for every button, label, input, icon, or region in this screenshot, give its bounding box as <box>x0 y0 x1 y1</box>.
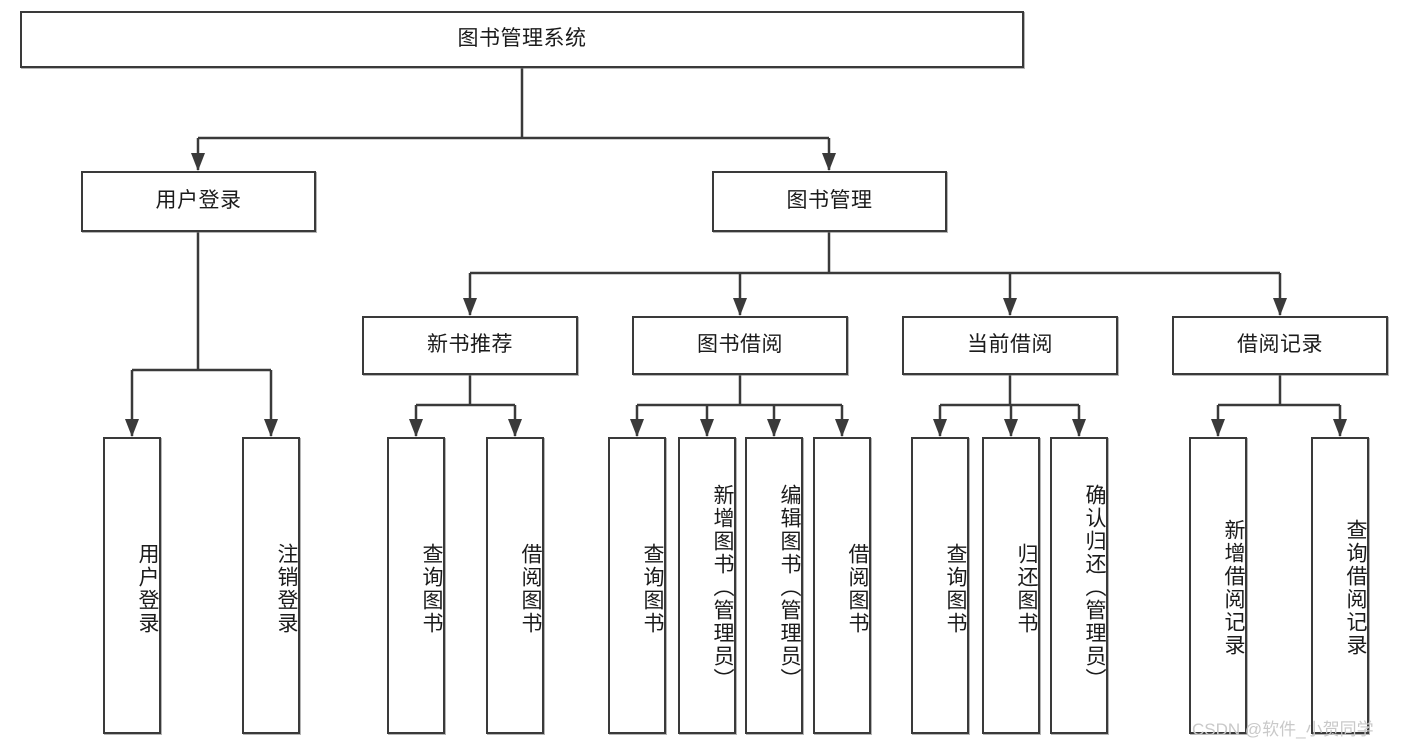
node-label-book-manage: 图书管理 <box>786 189 873 213</box>
arrowhead-borrow-record-to-leaves-1 <box>1333 419 1347 437</box>
node-leaf-user-login[interactable]: 用户登录 <box>103 437 161 734</box>
node-current-borrow[interactable]: 当前借阅 <box>902 316 1118 375</box>
node-label-leaf-borrow-book: 借阅图书 <box>846 542 869 635</box>
node-leaf-edit-book-admin[interactable]: 编辑图书（管理员） <box>745 437 803 734</box>
node-leaf-add-book-admin[interactable]: 新增图书（管理员） <box>678 437 736 734</box>
node-label-book-borrow: 图书借阅 <box>697 333 783 357</box>
arrowhead-user-login-to-leaves-0 <box>125 419 139 437</box>
arrowhead-book-borrow-to-leaves-2 <box>767 419 781 437</box>
node-leaf-add-borrow-record[interactable]: 新增借阅记录 <box>1189 437 1247 734</box>
arrowhead-book-borrow-to-leaves-1 <box>700 419 714 437</box>
arrowhead-current-borrow-to-leaves-1 <box>1004 419 1018 437</box>
node-borrow-record[interactable]: 借阅记录 <box>1172 316 1388 375</box>
arrowhead-current-borrow-to-leaves-0 <box>933 419 947 437</box>
arrowhead-new-book-rec-to-leaves-0 <box>409 419 423 437</box>
arrowhead-borrow-record-to-leaves-0 <box>1211 419 1225 437</box>
arrowhead-book-manage-to-level3-2 <box>1003 298 1017 316</box>
node-leaf-user-logout[interactable]: 注销登录 <box>242 437 300 734</box>
node-label-leaf-rec-borrow-book: 借阅图书 <box>519 542 542 635</box>
node-label-leaf-add-borrow-record: 新增借阅记录 <box>1222 518 1245 657</box>
node-label-leaf-rec-query-book: 查询图书 <box>420 542 443 635</box>
node-label-leaf-cur-query-book: 查询图书 <box>944 542 967 635</box>
node-label-leaf-confirm-return-admin: 确认归还（管理员） <box>1083 484 1106 691</box>
node-label-root: 图书管理系统 <box>457 27 587 51</box>
node-leaf-borrow-query-book[interactable]: 查询图书 <box>608 437 666 734</box>
node-label-leaf-user-login: 用户登录 <box>136 542 159 635</box>
node-user-login[interactable]: 用户登录 <box>81 171 316 232</box>
arrowhead-book-borrow-to-leaves-0 <box>630 419 644 437</box>
arrowhead-root-to-level2-1 <box>822 153 836 171</box>
arrowhead-user-login-to-leaves-1 <box>264 419 278 437</box>
node-leaf-confirm-return-admin[interactable]: 确认归还（管理员） <box>1050 437 1108 734</box>
node-label-leaf-query-borrow-record: 查询借阅记录 <box>1344 518 1367 657</box>
arrowhead-new-book-rec-to-leaves-1 <box>508 419 522 437</box>
node-label-leaf-borrow-query-book: 查询图书 <box>641 542 664 635</box>
node-leaf-query-borrow-record[interactable]: 查询借阅记录 <box>1311 437 1369 734</box>
node-new-book-rec[interactable]: 新书推荐 <box>362 316 578 375</box>
node-label-current-borrow: 当前借阅 <box>967 333 1053 357</box>
node-label-leaf-edit-book-admin: 编辑图书（管理员） <box>778 484 801 691</box>
node-leaf-rec-query-book[interactable]: 查询图书 <box>387 437 445 734</box>
node-label-leaf-user-logout: 注销登录 <box>275 542 298 635</box>
node-book-borrow[interactable]: 图书借阅 <box>632 316 848 375</box>
arrowhead-root-to-level2-0 <box>191 153 205 171</box>
node-leaf-rec-borrow-book[interactable]: 借阅图书 <box>486 437 544 734</box>
node-leaf-borrow-book[interactable]: 借阅图书 <box>813 437 871 734</box>
node-leaf-cur-query-book[interactable]: 查询图书 <box>911 437 969 734</box>
node-leaf-return-book[interactable]: 归还图书 <box>982 437 1040 734</box>
node-label-leaf-add-book-admin: 新增图书（管理员） <box>711 484 734 691</box>
node-label-new-book-rec: 新书推荐 <box>427 333 513 357</box>
node-book-manage[interactable]: 图书管理 <box>712 171 947 232</box>
arrowhead-book-manage-to-level3-1 <box>733 298 747 316</box>
node-label-leaf-return-book: 归还图书 <box>1015 542 1038 635</box>
node-label-borrow-record: 借阅记录 <box>1237 333 1323 357</box>
arrowhead-book-manage-to-level3-3 <box>1273 298 1287 316</box>
csdn-watermark: CSDN @软件_小贺同学 <box>1192 720 1374 739</box>
node-label-user-login: 用户登录 <box>155 189 242 213</box>
arrowhead-current-borrow-to-leaves-2 <box>1072 419 1086 437</box>
arrowhead-book-borrow-to-leaves-3 <box>835 419 849 437</box>
arrowhead-book-manage-to-level3-0 <box>463 298 477 316</box>
node-root[interactable]: 图书管理系统 <box>20 11 1024 68</box>
